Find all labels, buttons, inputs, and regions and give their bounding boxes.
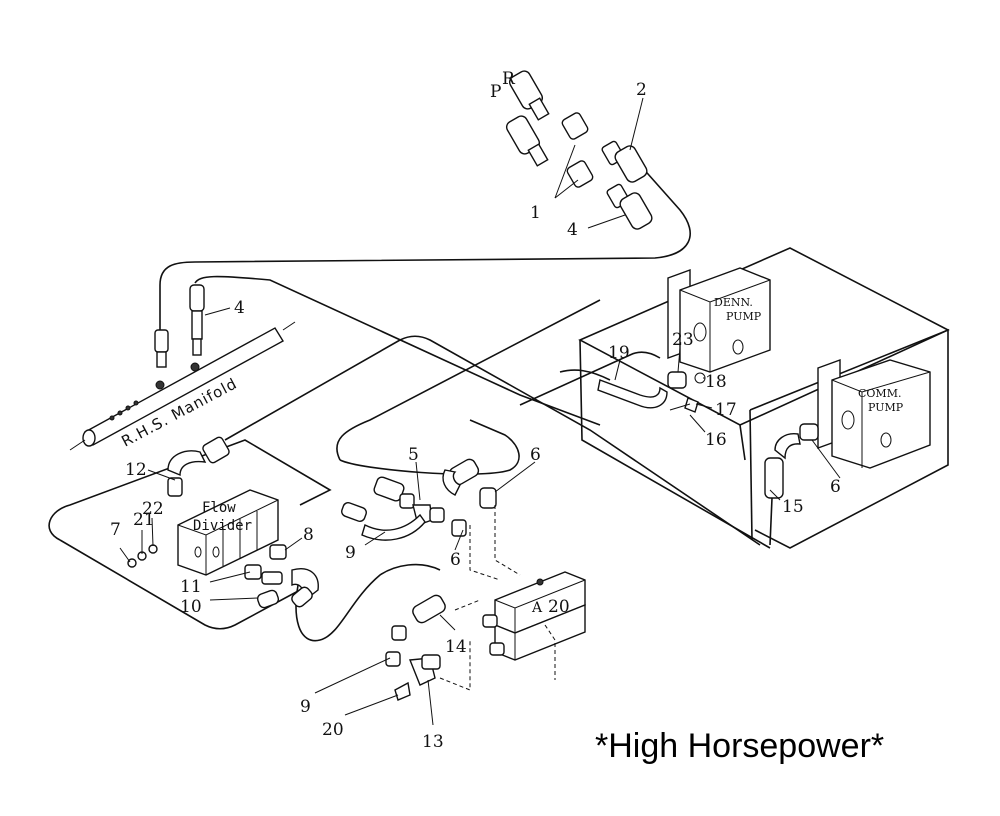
main-outline [48, 335, 761, 630]
flow-divider-label-1: Flow [202, 500, 236, 516]
callout-14: 14 [445, 637, 467, 657]
port-r-label: R [502, 69, 516, 89]
lower-fittings [385, 594, 446, 701]
callout-6c: 6 [830, 477, 841, 497]
callout-11: 11 [180, 577, 202, 597]
callout-leaders [119, 97, 841, 726]
callout-4: 4 [234, 298, 245, 318]
callout-8: 8 [303, 525, 314, 545]
callout-9b: 9 [300, 697, 311, 717]
callout-21: 21 [133, 510, 155, 530]
callout-20b: 20 [322, 720, 344, 740]
top-fittings [505, 70, 653, 230]
pump-fittings [597, 371, 819, 546]
callout-6b: 6 [450, 550, 461, 570]
comm-pump: COMM. PUMP [817, 359, 931, 469]
callout-13: 13 [422, 732, 444, 752]
diagram-title: *High Horsepower* [595, 727, 884, 765]
callout-5: 5 [408, 445, 419, 465]
valve-block: A [482, 571, 586, 661]
callout-22: 22 [142, 499, 164, 519]
callout-16: 16 [705, 430, 727, 450]
callout-numbers: R P 1 2 4 4 5 6 6 6 7 8 9 9 10 11 12 13 … [110, 69, 841, 752]
callout-6a: 6 [530, 445, 541, 465]
callout-10: 10 [180, 597, 202, 617]
callout-18: 18 [705, 372, 727, 392]
valve-letter: A [531, 600, 543, 616]
denn-pump: DENN. PUMP [667, 267, 771, 373]
flow-divider-fittings [127, 436, 319, 609]
central-tee [341, 458, 497, 541]
callout-20a: 20 [548, 597, 570, 617]
manifold-hose-ends [154, 284, 205, 368]
callout-23: 23 [672, 330, 694, 350]
callout-2: 2 [636, 80, 647, 100]
rhs-manifold: R.H.S. Manifold [69, 321, 296, 451]
callout-12: 12 [125, 460, 147, 480]
hose-loops [159, 164, 691, 642]
comm-pump-label-2: PUMP [868, 401, 904, 414]
callout-15: 15 [782, 497, 804, 517]
flow-divider-label-2: Divider [193, 518, 252, 534]
callout-9a: 9 [345, 543, 356, 563]
callout-3: 4 [567, 220, 578, 240]
callout-19: 19 [608, 343, 630, 363]
callout-1: 1 [530, 203, 541, 223]
port-p-label: P [490, 82, 501, 102]
callout-17: 17 [715, 400, 737, 420]
callout-7: 7 [110, 520, 121, 540]
comm-pump-label-1: COMM. [858, 387, 901, 400]
denn-pump-label-2: PUMP [726, 310, 762, 323]
flow-divider: Flow Divider [177, 489, 279, 576]
denn-pump-label-1: DENN. [714, 296, 753, 309]
dashed-connections [439, 505, 556, 691]
